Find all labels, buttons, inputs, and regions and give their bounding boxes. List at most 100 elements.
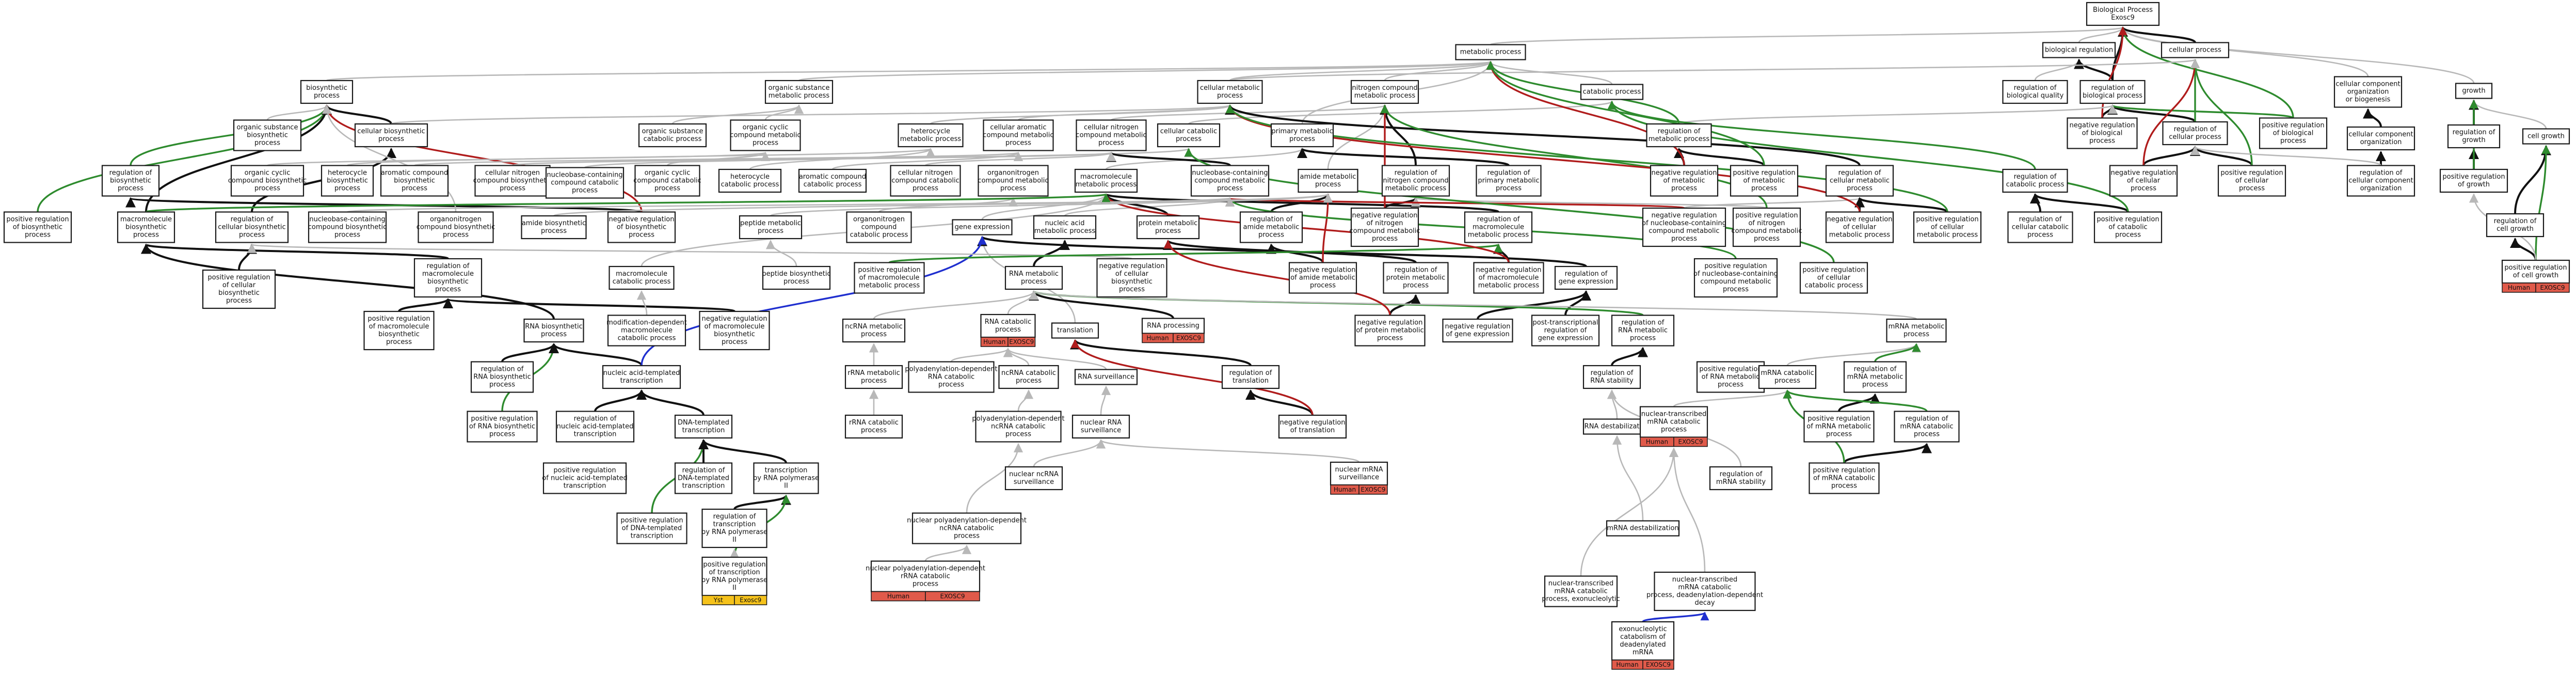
- node-bioreg[interactable]: biological regulation: [2042, 42, 2116, 58]
- node-growth[interactable]: growth: [2455, 83, 2493, 99]
- node-geneexp[interactable]: gene expression: [952, 219, 1013, 236]
- node-rnadestab[interactable]: RNA destabilization: [1582, 418, 1652, 435]
- node-rnasurv[interactable]: RNA surveillance: [1074, 369, 1138, 385]
- node-translation[interactable]: translation: [1051, 322, 1099, 339]
- node-cellgrowth[interactable]: cell growth: [2522, 128, 2570, 145]
- node-catab[interactable]: catabolic process: [1580, 84, 1644, 100]
